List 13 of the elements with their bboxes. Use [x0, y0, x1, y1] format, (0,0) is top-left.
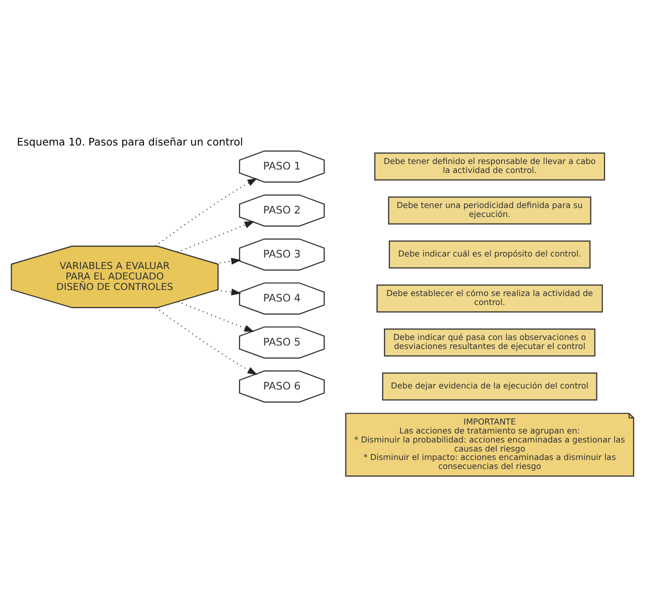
node-box: Debe establecer el cómo se realiza la actividad de control. [376, 284, 603, 312]
node-box: Debe dejar evidencia de la ejecución del control [382, 372, 598, 400]
diagram-title: Esquema 10. Pasos para diseñar un control [16, 136, 244, 148]
node-box: Debe tener definido el responsable de llevar a cabo la actividad de control. [374, 152, 606, 180]
arrow [215, 257, 242, 264]
arrow [156, 306, 258, 374]
node-box: Debe indicar cuál es el propósito del control. [388, 240, 591, 268]
node-box: Debe tener una periodicidad definida para su ejecución. [388, 196, 592, 224]
arrow [177, 220, 254, 252]
arrow [155, 178, 258, 246]
arrow [216, 288, 242, 295]
node-box: Debe indicar qué pasa con las observaciones o desviaciones resultantes de ejecutar el control [384, 328, 596, 356]
arrow [178, 300, 254, 332]
